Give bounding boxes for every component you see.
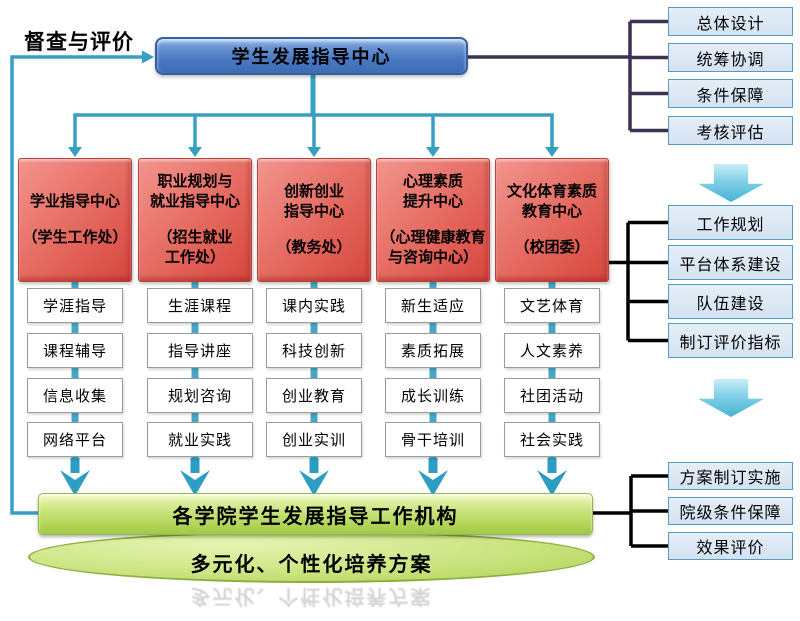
task-item: 课内实践 xyxy=(266,288,362,323)
training-plan-label: 多元化、个性化培养方案 xyxy=(190,554,433,576)
task-item: 成长训练 xyxy=(385,378,481,413)
bracket-top-right xyxy=(466,19,668,133)
node-subtitle: （教务处） xyxy=(276,238,352,256)
student-development-center-node: 学生发展指导中心 xyxy=(155,37,468,75)
task-item: 创业教育 xyxy=(266,378,362,413)
task-item: 信息收集 xyxy=(27,378,123,413)
center-node-psychology: 心理素质 提升中心 （心理健康教育 与咨询中心） xyxy=(376,158,490,282)
side-item: 队伍建设 xyxy=(668,284,793,319)
task-item: 文艺体育 xyxy=(504,288,600,323)
college-work-bar-node: 各学院学生发展指导工作机构 xyxy=(38,493,593,535)
task-item: 生涯课程 xyxy=(147,288,253,323)
task-item: 新生适应 xyxy=(385,288,481,323)
side-item: 条件保障 xyxy=(668,79,793,108)
task-item: 创业实训 xyxy=(266,422,362,457)
side-item: 考核评估 xyxy=(668,116,793,145)
node-title: 文化体育素质 教育中心 xyxy=(506,183,597,221)
task-item: 规划咨询 xyxy=(147,378,253,413)
task-item: 社团活动 xyxy=(504,378,600,413)
task-item: 网络平台 xyxy=(27,422,123,457)
node-subtitle: （心理健康教育 与咨询中心） xyxy=(380,229,486,266)
side-item: 院级条件保障 xyxy=(668,497,793,525)
task-item: 就业实践 xyxy=(147,422,253,457)
center-node-academic: 学业指导中心 （学生工作处） xyxy=(18,158,132,282)
node-title: 职业规划与 就业指导中心 xyxy=(149,173,240,211)
node-subtitle: （招生就业 工作处） xyxy=(157,229,233,266)
college-work-bar-label: 各学院学生发展指导工作机构 xyxy=(172,505,459,528)
node-title: 创新创业 指导中心 xyxy=(283,183,344,221)
side-item: 工作规划 xyxy=(668,205,793,240)
node-title: 学业指导中心 xyxy=(29,193,120,211)
down-fat-arrow-icon xyxy=(698,379,764,417)
task-item: 社会实践 xyxy=(504,422,600,457)
task-item: 科技创新 xyxy=(266,333,362,368)
task-item: 素质拓展 xyxy=(385,333,481,368)
task-item: 学涯指导 xyxy=(27,288,123,323)
node-subtitle: （校团委） xyxy=(514,238,590,256)
training-plan-ellipse-node: 多元化、个性化培养方案 xyxy=(28,531,595,583)
node-subtitle: （学生工作处） xyxy=(22,229,128,246)
bracket-bottom-right xyxy=(591,474,668,548)
distributor-arrows xyxy=(68,75,559,157)
center-node-career: 职业规划与 就业指导中心 （招生就业 工作处） xyxy=(138,158,252,282)
side-item: 统筹协调 xyxy=(668,43,793,72)
task-item: 课程辅导 xyxy=(27,333,123,368)
side-item: 平台体系建设 xyxy=(668,245,793,280)
center-node-title: 学生发展指导中心 xyxy=(231,47,392,67)
node-title: 心理素质 提升中心 xyxy=(402,173,463,211)
task-item: 指导讲座 xyxy=(147,333,253,368)
side-item: 方案制订实施 xyxy=(668,462,793,490)
side-item: 效果评价 xyxy=(668,532,793,560)
down-fat-arrow-icon xyxy=(698,164,764,202)
column-arrow-icons xyxy=(60,458,567,496)
center-node-innovation: 创新创业 指导中心 （教务处） xyxy=(257,158,371,282)
task-item: 人文素养 xyxy=(504,333,600,368)
task-item: 骨干培训 xyxy=(385,422,481,457)
bracket-middle-right xyxy=(600,220,668,343)
supervision-evaluation-label: 督查与评价 xyxy=(24,31,134,54)
side-item: 制订评价指标 xyxy=(668,323,793,358)
center-node-culture-sports: 文化体育素质 教育中心 （校团委） xyxy=(495,158,609,282)
training-plan-reflection: 多元化、个性化培养方案 xyxy=(190,585,433,607)
side-item: 总体设计 xyxy=(668,7,793,36)
